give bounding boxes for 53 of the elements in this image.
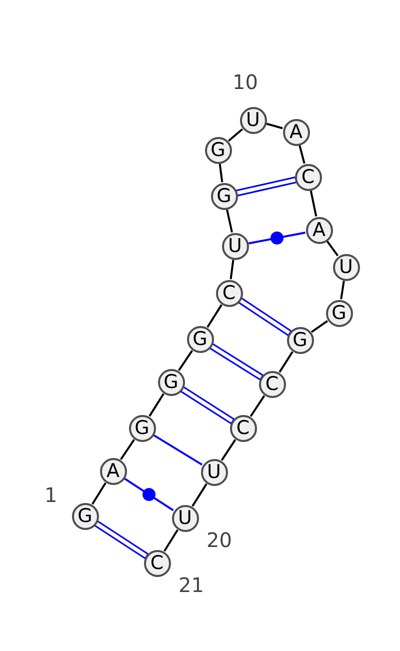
nucleotide-circle: U [172,504,198,532]
position-number: 10 [232,71,258,93]
nucleotide-circle: G [326,300,352,326]
backbone-line [310,320,328,333]
backbone-line [226,209,233,233]
backbone-line [148,393,164,417]
backbone-line [220,439,236,461]
backbone-line [218,164,224,182]
nucleotide-circle: U [222,232,248,260]
nucleotide-circle: G [286,326,314,354]
position-number: 21 [178,574,204,596]
backbone-line [192,483,208,507]
base-pair-line [236,296,292,336]
backbone-line [120,439,135,460]
nucleotide-circle: U [332,254,360,280]
backbone-line [230,260,234,280]
position-number: 20 [206,529,232,551]
backbone-line [228,128,244,142]
base-pair-line [153,434,203,466]
nucleotide-circle: A [100,458,126,484]
nucleotide-circle: C [144,550,170,576]
backbone-line [310,190,318,216]
backbone-line [178,350,193,371]
backbone-line [278,351,294,373]
nucleotide-circle: A [306,216,332,244]
base-pair-line [92,519,150,560]
nucleotide-circle: A [282,118,310,146]
base-pair-line [208,342,264,381]
backbone-line [266,122,283,130]
nucleotide-circle: C [258,370,286,398]
nucleotide-circle: G [186,326,214,352]
backbone-line [164,529,178,552]
base-pair-line [234,176,298,197]
base-pair-line [178,385,236,425]
backbone-line [340,280,345,300]
base-pair-line-with-dot [124,478,174,512]
backbone-line [206,304,222,328]
backbone-line [250,395,266,417]
nucleotide-circle: G [128,414,156,442]
nucleotide-circle: G [72,502,98,530]
position-number: 1 [44,484,58,506]
nucleotide-circle: U [200,458,228,486]
nucleotide-circle: G [210,182,238,210]
nucleotide-circle: G [204,136,232,164]
nucleotide-circle: G [158,368,184,396]
backbone-line [92,482,106,505]
backbone-line [326,240,339,256]
nucleotide-circle: C [216,280,242,306]
nucleotide-circle: C [230,414,256,442]
base-pair-line-with-dot [248,232,306,244]
backbone-line [298,145,306,164]
nucleotide-circle: U [240,106,266,134]
nucleotide-circle: C [294,164,322,190]
